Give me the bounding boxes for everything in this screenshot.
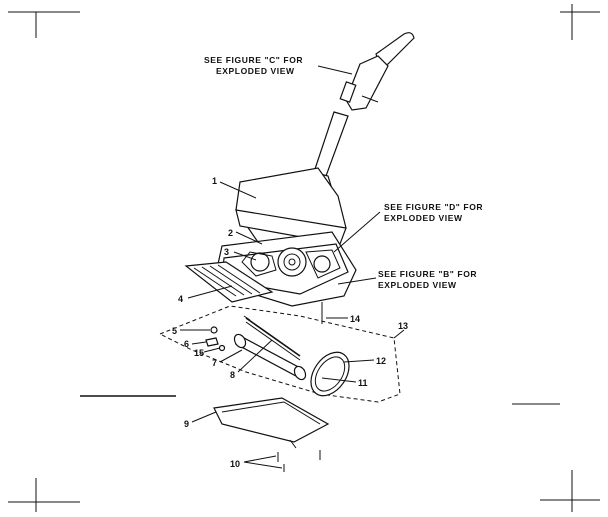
figure-b-callout-line1: SEE FIGURE "B" FOR bbox=[378, 269, 477, 279]
figure-b-callout-line2: EXPLODED VIEW bbox=[378, 280, 457, 290]
leader-lines bbox=[180, 65, 381, 469]
part-number-8: 8 bbox=[230, 370, 235, 380]
bristle-strip bbox=[243, 315, 301, 361]
part-number-15: 15 bbox=[194, 348, 204, 358]
part-number-12: 12 bbox=[376, 356, 386, 366]
part-number-7: 7 bbox=[212, 358, 217, 368]
part-number-9: 9 bbox=[184, 419, 189, 429]
page-frame-marks bbox=[8, 4, 600, 512]
part-number-11: 11 bbox=[358, 378, 368, 388]
part-number-4: 4 bbox=[178, 294, 183, 304]
part-number-3: 3 bbox=[224, 247, 229, 257]
assembly-bracket bbox=[158, 305, 405, 403]
figure-c-callout-line1: SEE FIGURE "C" FOR bbox=[204, 55, 303, 65]
part-number-1: 1 bbox=[212, 176, 217, 186]
figure-d-callout-line2: EXPLODED VIEW bbox=[384, 213, 463, 223]
small-hardware bbox=[205, 326, 226, 352]
figure-d-callout-line1: SEE FIGURE "D" FOR bbox=[384, 202, 483, 212]
drive-belt bbox=[310, 351, 350, 397]
screws bbox=[277, 450, 321, 472]
vacuum-handle bbox=[311, 32, 415, 207]
part-number-10: 10 bbox=[230, 459, 240, 469]
bottom-plate bbox=[213, 397, 330, 449]
part-number-14: 14 bbox=[350, 314, 360, 324]
part-number-13: 13 bbox=[398, 321, 408, 331]
brush-roll bbox=[233, 333, 307, 381]
part-number-6: 6 bbox=[184, 339, 189, 349]
part-number-5: 5 bbox=[172, 326, 177, 336]
part-number-2: 2 bbox=[228, 228, 233, 238]
figure-c-callout-line2: EXPLODED VIEW bbox=[216, 66, 295, 76]
